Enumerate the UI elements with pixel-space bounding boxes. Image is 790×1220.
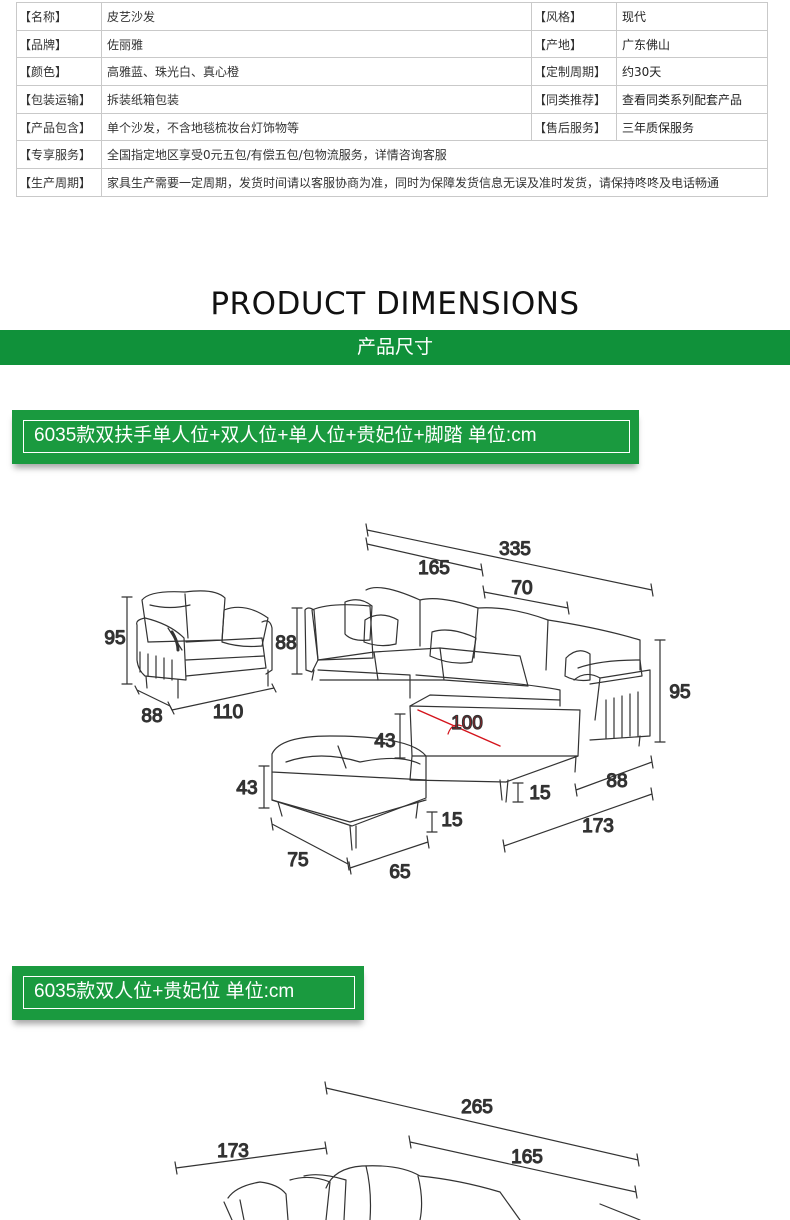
dim-main-width: 165 bbox=[418, 558, 450, 579]
section-title-en: PRODUCT DIMENSIONS bbox=[210, 286, 580, 322]
diagram1-caption: 6035款双扶手单人位+双人位+单人位+贵妃位+脚踏 单位:cm bbox=[23, 420, 630, 453]
sofa-drawing bbox=[304, 587, 651, 803]
spec-value: 查看同类系列配套产品 bbox=[616, 85, 768, 114]
spec-value: 家具生产需要一定周期，发货时间请以客服协商为准，同时为保障发货信息无误及准时发货… bbox=[101, 168, 768, 197]
table-row: 【颜色】 高雅蓝、珠光白、真心橙 【定制周期】 约30天 bbox=[16, 57, 768, 87]
armchair-dimlines bbox=[121, 596, 277, 715]
armchair-drawing bbox=[136, 590, 273, 699]
spec-key: 【生产周期】 bbox=[16, 168, 102, 197]
dim-armchair-depth: 88 bbox=[141, 706, 162, 727]
dim-chaise-width: 100 bbox=[451, 713, 483, 734]
table-row: 【包装运输】 拆装纸箱包装 【同类推荐】 查看同类系列配套产品 bbox=[16, 85, 768, 114]
spec-key: 【售后服务】 bbox=[531, 112, 617, 142]
dim-seat-width: 70 bbox=[511, 578, 532, 599]
sofa2-drawing bbox=[223, 1165, 641, 1220]
dim-total-width: 335 bbox=[499, 539, 531, 560]
table-row: 【名称】 皮艺沙发 【风格】 现代 bbox=[16, 2, 768, 31]
dim-ottoman-width: 65 bbox=[389, 862, 410, 883]
diagram2-caption: 6035款双人位+贵妃位 单位:cm bbox=[23, 976, 355, 1009]
spec-key: 【定制周期】 bbox=[531, 57, 617, 87]
spec-table: 【名称】 皮艺沙发 【风格】 现代 【品牌】 佐丽雅 【产地】 广东佛山 【颜色… bbox=[16, 2, 768, 197]
dim2-main-width: 165 bbox=[511, 1147, 543, 1168]
dim-chaise-length: 173 bbox=[582, 816, 614, 837]
spec-value: 现代 bbox=[616, 2, 768, 31]
spec-key: 【产品包含】 bbox=[16, 112, 102, 142]
section-banner: 产品尺寸 bbox=[0, 330, 790, 365]
diagram1-drawing: 95 88 110 335 165 70 88 95 100 43 15 88 … bbox=[104, 523, 691, 884]
spec-value: 拆装纸箱包装 bbox=[101, 85, 532, 114]
table-row: 【品牌】 佐丽雅 【产地】 广东佛山 bbox=[16, 29, 768, 59]
table-row: 【产品包含】 单个沙发，不含地毯梳妆台灯饰物等 【售后服务】 三年质保服务 bbox=[16, 112, 768, 142]
spec-value: 皮艺沙发 bbox=[101, 2, 532, 31]
spec-value: 三年质保服务 bbox=[616, 112, 768, 142]
spec-value: 全国指定地区享受0元五包/有偿五包/包物流服务，详情咨询客服 bbox=[101, 140, 768, 170]
dim-leg-height: 15 bbox=[529, 783, 550, 804]
dim-armchair-height: 95 bbox=[104, 628, 125, 649]
spec-key: 【产地】 bbox=[531, 29, 617, 59]
dim-seat-height: 43 bbox=[374, 731, 395, 752]
spec-key: 【包装运输】 bbox=[16, 85, 102, 114]
spec-key: 【颜色】 bbox=[16, 57, 102, 87]
dim-ottoman-leg: 15 bbox=[441, 810, 462, 831]
spec-key: 【品牌】 bbox=[16, 29, 102, 59]
dim2-chaise-length: 173 bbox=[217, 1141, 249, 1162]
dim-ottoman-height: 43 bbox=[236, 778, 257, 799]
diagram1-caption-box: 6035款双扶手单人位+双人位+单人位+贵妃位+脚踏 单位:cm bbox=[12, 410, 639, 464]
spec-value: 约30天 bbox=[616, 57, 768, 87]
dim2-total-width: 265 bbox=[461, 1097, 493, 1118]
ottoman-dimlines bbox=[258, 765, 438, 875]
section-title-cn: 产品尺寸 bbox=[356, 336, 433, 358]
dim-chaise-depth: 88 bbox=[606, 771, 627, 792]
dim-back-height: 95 bbox=[669, 682, 690, 703]
diagram2-caption-box: 6035款双人位+贵妃位 单位:cm bbox=[12, 966, 364, 1020]
diagram2: 265 173 165 bbox=[0, 1070, 790, 1220]
spec-value: 佐丽雅 bbox=[101, 29, 532, 59]
spec-key: 【名称】 bbox=[16, 2, 102, 31]
spec-value: 单个沙发，不含地毯梳妆台灯饰物等 bbox=[101, 112, 532, 142]
dim-ottoman-depth: 75 bbox=[287, 850, 308, 871]
table-row: 【生产周期】 家具生产需要一定周期，发货时间请以客服协商为准，同时为保障发货信息… bbox=[16, 168, 768, 197]
spec-key: 【同类推荐】 bbox=[531, 85, 617, 114]
sofa-dimlines bbox=[291, 523, 666, 853]
spec-key: 【风格】 bbox=[531, 2, 617, 31]
spec-value: 高雅蓝、珠光白、真心橙 bbox=[101, 57, 532, 87]
diagram1: 95 88 110 335 165 70 88 95 100 43 15 88 … bbox=[0, 510, 790, 910]
table-row: 【专享服务】 全国指定地区享受0元五包/有偿五包/包物流服务，详情咨询客服 bbox=[16, 140, 768, 170]
spec-key: 【专享服务】 bbox=[16, 140, 102, 170]
diagram2-drawing: 265 173 165 bbox=[174, 1081, 641, 1220]
spec-value: 广东佛山 bbox=[616, 29, 768, 59]
dim-armchair-width: 110 bbox=[213, 702, 243, 723]
diagram2-dimlines bbox=[174, 1081, 640, 1199]
dim-sofa-height: 88 bbox=[275, 633, 296, 654]
ottoman-drawing bbox=[271, 735, 427, 851]
